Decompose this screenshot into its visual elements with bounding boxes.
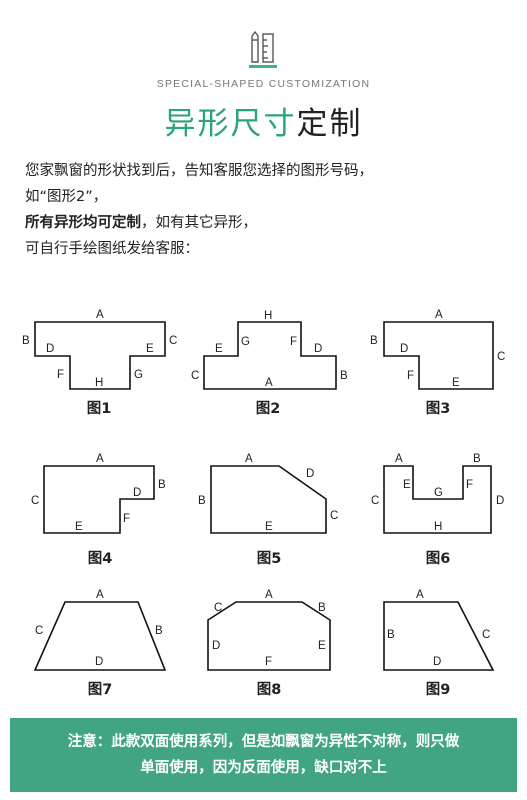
label-a: A bbox=[96, 309, 104, 321]
label-d: D bbox=[46, 343, 54, 355]
label-b: B bbox=[387, 629, 395, 641]
figure-6-caption: 图6 bbox=[425, 551, 451, 567]
label-h: H bbox=[434, 521, 442, 533]
label-b: B bbox=[198, 495, 206, 507]
label-d: D bbox=[433, 656, 441, 668]
figure-9-caption: 图9 bbox=[425, 682, 451, 698]
label-b: B bbox=[22, 335, 30, 347]
label-a: A bbox=[395, 453, 403, 465]
label-f: F bbox=[407, 370, 414, 382]
label-g: G bbox=[241, 336, 250, 348]
label-g: G bbox=[134, 369, 143, 381]
label-h: H bbox=[95, 377, 103, 389]
label-f: F bbox=[123, 513, 130, 525]
label-e: E bbox=[318, 640, 326, 652]
label-e: E bbox=[452, 377, 460, 389]
label-e: E bbox=[215, 343, 223, 355]
label-b: B bbox=[473, 453, 481, 465]
label-c: C bbox=[169, 335, 177, 347]
label-c: C bbox=[482, 629, 490, 641]
intro-line-2: 如“图形2”， bbox=[25, 189, 108, 205]
label-f: F bbox=[265, 656, 272, 668]
label-h: H bbox=[264, 310, 272, 322]
title-rest: 定制 bbox=[296, 106, 363, 142]
label-e: E bbox=[403, 479, 411, 491]
label-a: A bbox=[96, 589, 104, 601]
subtitle: SPECIAL-SHAPED CUSTOMIZATION bbox=[156, 78, 371, 90]
label-f: F bbox=[466, 479, 473, 491]
label-a: A bbox=[245, 453, 253, 465]
label-c: C bbox=[330, 510, 338, 522]
label-b: B bbox=[158, 479, 166, 491]
label-b: B bbox=[155, 625, 163, 637]
intro-line-3: 所有异形均可定制，如有其它异形， bbox=[25, 210, 505, 236]
notice-line-1: 注意：此款双面使用系列，但是如飘窗为异性不对称，则只做 bbox=[67, 734, 460, 750]
figure-3-caption: 图3 bbox=[425, 401, 451, 417]
label-e: E bbox=[146, 343, 154, 355]
label-a: A bbox=[265, 589, 273, 601]
label-b: B bbox=[318, 602, 326, 614]
figure-1-caption: 图1 bbox=[86, 401, 112, 417]
figure-2-caption: 图2 bbox=[255, 401, 281, 417]
intro-text: 您家飘窗的形状找到后，告知客服您选择的图形号码， 如“图形2”， 所有异形均可定… bbox=[25, 158, 505, 262]
label-a: A bbox=[265, 377, 273, 389]
label-e: E bbox=[75, 521, 83, 533]
label-d: D bbox=[133, 487, 141, 499]
intro-line-3-rest: ，如有其它异形， bbox=[141, 215, 257, 231]
intro-line-4: 可自行手绘图纸发给客服： bbox=[25, 241, 199, 257]
intro-line-3-bold: 所有异形均可定制 bbox=[25, 215, 141, 231]
label-f: F bbox=[57, 369, 64, 381]
label-g: G bbox=[434, 487, 443, 499]
label-c: C bbox=[191, 370, 199, 382]
label-d: D bbox=[306, 468, 314, 480]
label-a: A bbox=[416, 589, 424, 601]
title-accent: 异形尺寸 bbox=[164, 106, 297, 142]
label-c: C bbox=[31, 495, 39, 507]
label-d: D bbox=[95, 656, 103, 668]
label-d: D bbox=[496, 495, 504, 507]
label-c: C bbox=[497, 351, 505, 363]
label-c: C bbox=[35, 625, 43, 637]
label-d: D bbox=[400, 343, 408, 355]
label-c: C bbox=[214, 602, 222, 614]
label-d: D bbox=[212, 640, 220, 652]
figure-5-caption: 图5 bbox=[256, 551, 282, 567]
label-c: C bbox=[371, 495, 379, 507]
label-f: F bbox=[290, 336, 297, 348]
label-e: E bbox=[265, 521, 273, 533]
notice-banner: 注意：此款双面使用系列，但是如飘窗为异性不对称，则只做 单面使用，因为反面使用，… bbox=[10, 718, 517, 792]
label-a: A bbox=[96, 453, 104, 465]
page-title: 异形尺寸定制 bbox=[0, 98, 527, 143]
figure-4-caption: 图4 bbox=[87, 551, 113, 567]
intro-line-1: 您家飘窗的形状找到后，告知客服您选择的图形号码， bbox=[25, 163, 373, 179]
label-d: D bbox=[314, 343, 322, 355]
notice-line-2: 单面使用，因为反面使用，缺口对不上 bbox=[140, 760, 387, 776]
figure-8-caption: 图8 bbox=[256, 682, 282, 698]
figure-7-caption: 图7 bbox=[87, 682, 113, 698]
label-b: B bbox=[340, 370, 348, 382]
label-b: B bbox=[370, 335, 378, 347]
label-a: A bbox=[435, 309, 443, 321]
ruler-pencil-icon bbox=[249, 30, 277, 68]
